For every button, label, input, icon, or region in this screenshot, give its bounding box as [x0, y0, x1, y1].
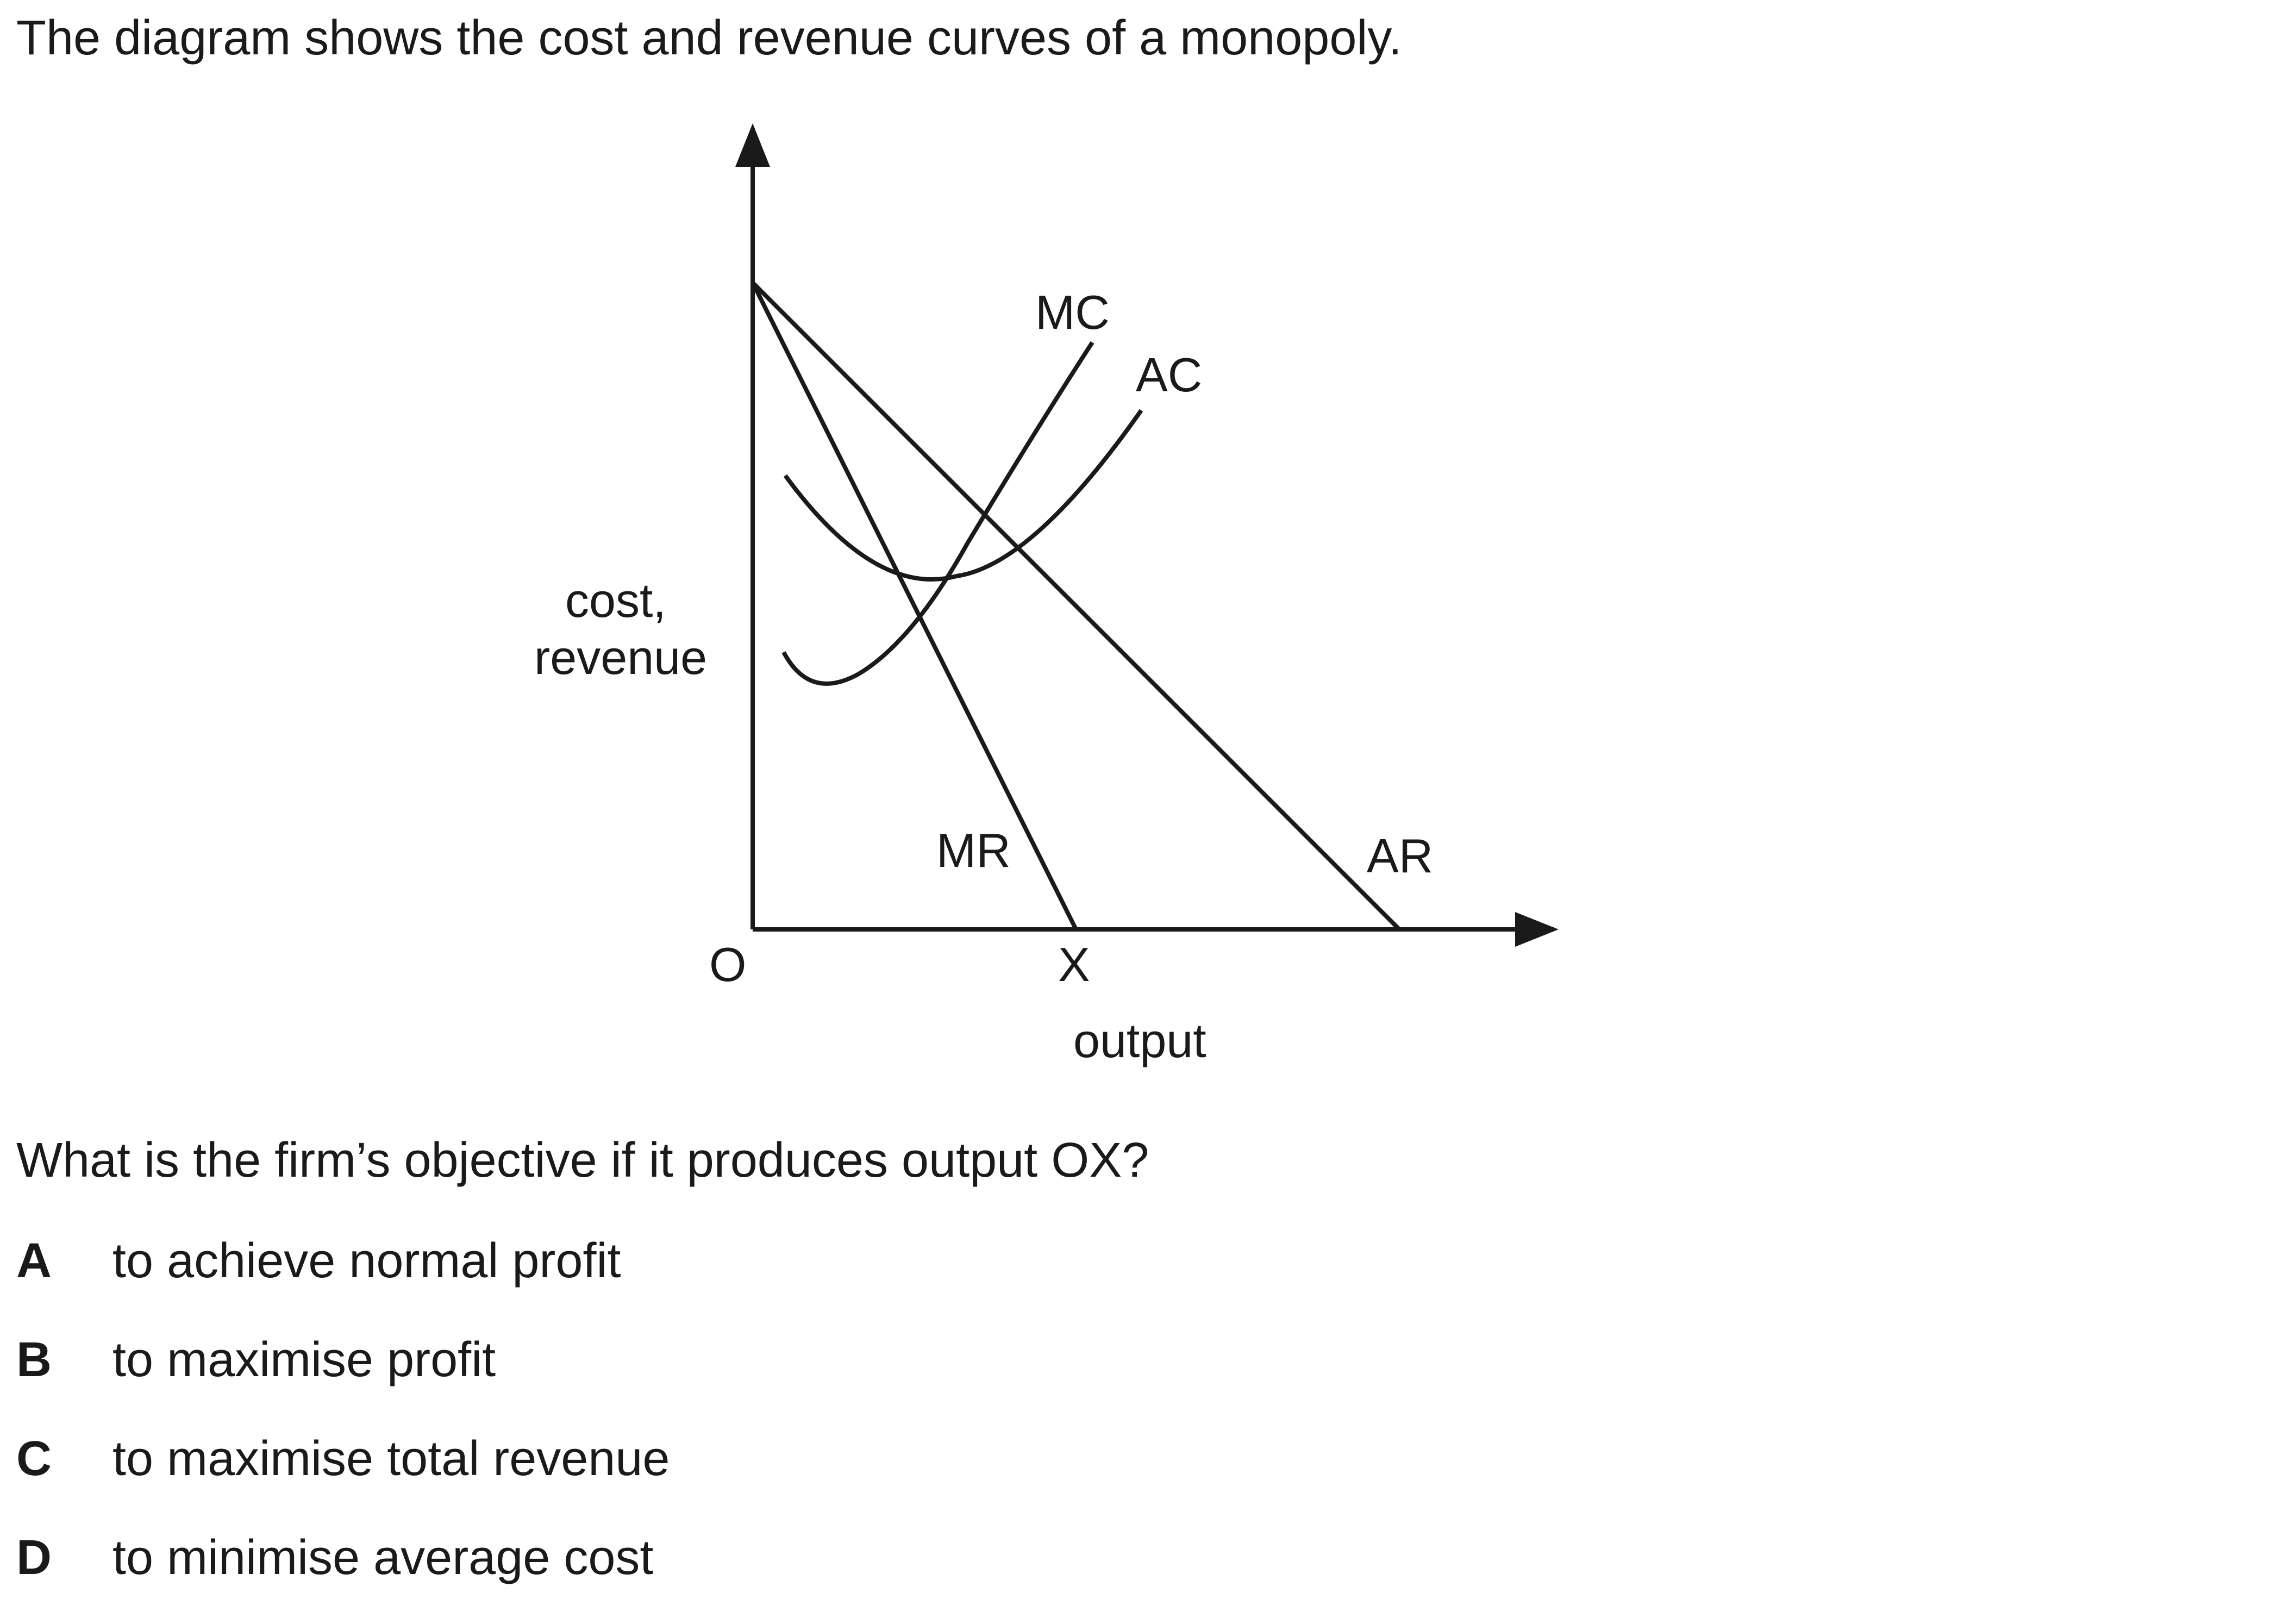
x-point-label: X [1058, 938, 1090, 991]
mr-curve [750, 282, 1078, 930]
option-letter: C [16, 1432, 52, 1486]
option-text: to achieve normal profit [112, 1234, 621, 1288]
option-letter: A [16, 1234, 52, 1288]
option-letter: B [16, 1333, 52, 1387]
ac-label: AC [1136, 348, 1202, 402]
option-letter: D [16, 1531, 52, 1585]
y-axis-label-line-1: cost, [565, 573, 666, 627]
x-axis-label: output [1073, 1014, 1206, 1067]
y-axis-label-line-2: revenue [534, 630, 707, 684]
mc-curve [781, 341, 1094, 686]
ar-curve [751, 281, 1401, 931]
origin-label: O [709, 938, 746, 991]
question-intro: The diagram shows the cost and revenue c… [16, 11, 1402, 65]
option-text: to minimise average cost [112, 1531, 654, 1585]
ar-label: AR [1367, 829, 1433, 883]
mr-label: MR [936, 823, 1011, 877]
ac-curve [783, 409, 1143, 582]
mc-label: MC [1035, 285, 1110, 339]
option-text: to maximise total revenue [112, 1432, 670, 1486]
option-text: to maximise profit [112, 1333, 496, 1387]
question-prompt: What is the firm’s objective if it produ… [16, 1133, 1149, 1188]
